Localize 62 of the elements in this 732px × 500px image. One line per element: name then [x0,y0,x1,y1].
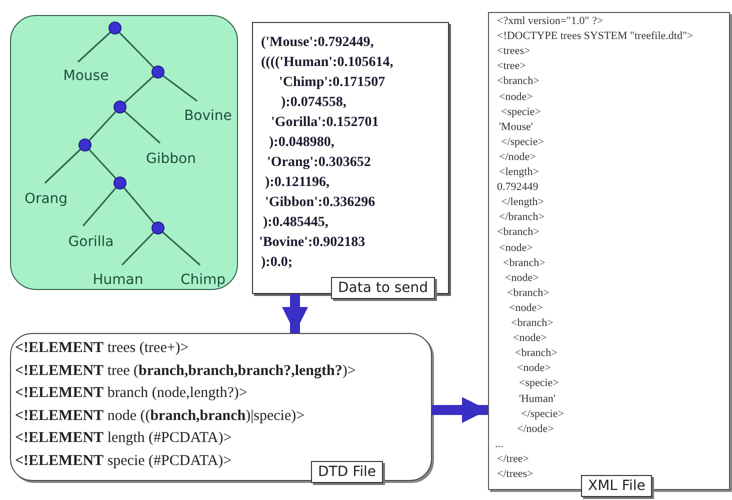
arrow [282,294,308,333]
species-label: Gibbon [146,151,196,167]
xml-line: ... [495,438,504,450]
code-line: 'Gorilla':0.152701 [271,115,379,131]
xml-line: <branch> [507,286,550,299]
code-line: (((('Human':0.105614, [261,55,394,71]
xml-line: <branch> [511,317,554,329]
dtd-line: <!ELEMENT branch (node,length?)> [15,385,248,402]
xml-line: 'Human' [519,392,556,404]
dtd-line: <!ELEMENT length (#PCDATA)> [15,430,232,447]
code-line: 'Bovine':0.902183 [259,235,366,251]
xml-line: <node> [513,332,547,344]
xml-line: <?xml version="1.0" ?> [497,15,604,27]
species-label: Orang [24,191,68,207]
file-tab: DTD File [311,461,383,483]
code-line: ):0.0; [261,255,292,271]
species-label: Human [92,272,144,288]
tree-panel [10,15,238,290]
xml-line: <node> [505,272,539,284]
xml-line: <!DOCTYPE trees SYSTEM "treefile.dtd"> [497,30,694,42]
xml-line: <node> [499,242,533,254]
dtd-line: <!ELEMENT specie (#PCDATA)> [15,452,232,470]
xml-line: <node> [509,302,543,314]
xml-line: </length> [501,196,544,208]
dtd-line: <!ELEMENT trees (tree+)> [15,340,189,357]
xml-line: </branch> [499,211,544,224]
xml-line: </specie> [501,136,544,148]
xml-line: </tree> [497,452,529,465]
code-line: ):0.074558, [281,95,346,111]
xml-line: <node> [517,362,551,374]
species-label: Mouse [63,68,109,84]
code-line: ):0.048980, [269,135,334,151]
xml-line: <tree> [497,60,526,72]
xml-line: <trees> [497,45,530,58]
xml-line: </trees> [497,468,534,480]
code-line: ):0.121196, [265,175,330,191]
xml-line: 0.792449 [497,181,538,194]
xml-line: <branch> [503,256,546,269]
xml-line: <specie> [501,106,541,118]
xml-line: 'Mouse' [499,120,533,133]
xml-line: <branch> [497,75,540,88]
species-label: Chimp [180,272,226,288]
dtd-line: <!ELEMENT node ((branch,branch)|specie)> [15,408,305,424]
xml-line: <length> [499,166,539,178]
file-tab: XML File [581,475,652,497]
code-line: 'Orang':0.303652 [267,155,371,171]
xml-line: <branch> [497,226,540,238]
xml-line: <branch> [515,347,558,360]
dtd-line: <!ELEMENT tree (branch,branch,branch?,length?)> [15,362,356,380]
code-line: 'Gibbon':0.336296 [265,195,376,211]
species-label: Bovine [184,108,232,124]
xml-line: <specie> [519,377,559,390]
xml-line: <node> [499,90,533,102]
xml-line: </node> [499,150,536,163]
code-line: 'Chimp':0.171507 [279,75,386,91]
xml-line: </node> [517,422,554,435]
xml-line: </specie> [521,408,564,420]
arrow [432,397,488,423]
file-tab: Data to send [331,277,436,299]
species-label: Gorilla [68,234,114,250]
code-line: ):0.485445, [263,215,328,231]
code-line: ('Mouse':0.792449, [261,35,374,51]
